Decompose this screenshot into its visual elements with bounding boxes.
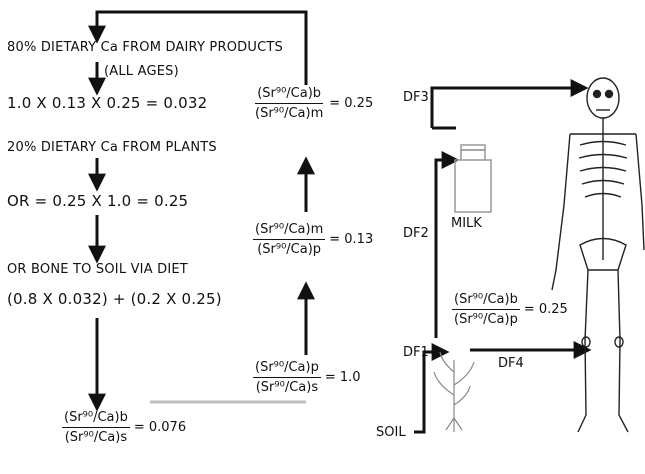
df2-label: DF2 <box>403 226 429 241</box>
ratio-plant-soil: (Sr⁹⁰/Ca)p (Sr⁹⁰/Ca)s = 1.0 <box>253 360 361 395</box>
final-value: = 0.076 <box>134 420 186 435</box>
df3-label: DF3 <box>403 90 429 105</box>
ratio-plant-soil-numerator: (Sr⁹⁰/Ca)p <box>253 360 321 378</box>
dairy-calculation: 1.0 X 0.13 X 0.25 = 0.032 <box>7 94 207 112</box>
or-calculation: OR = 0.25 X 1.0 = 0.25 <box>7 192 188 210</box>
ratio-bone-plant-denominator: (Sr⁹⁰/Ca)p <box>452 310 520 327</box>
or-bone-line: OR BONE TO SOIL VIA DIET <box>7 262 188 277</box>
milk-label: MILK <box>451 216 482 231</box>
ratio-bone-plant: (Sr⁹⁰/Ca)b (Sr⁹⁰/Ca)p = 0.25 <box>452 292 568 327</box>
final-ratio: (Sr⁹⁰/Ca)b (Sr⁹⁰/Ca)s = 0.076 <box>62 410 186 445</box>
plants-line: 20% DIETARY Ca FROM PLANTS <box>7 140 217 155</box>
ratio-bone-milk-denominator: (Sr⁹⁰/Ca)m <box>253 104 325 121</box>
ratio-bone-milk-value: = 0.25 <box>329 96 373 111</box>
ratio-bone-plant-numerator: (Sr⁹⁰/Ca)b <box>452 292 520 310</box>
df1-line <box>414 352 446 432</box>
skeleton-icon <box>552 78 644 432</box>
ratio-milk-plant-denominator: (Sr⁹⁰/Ca)p <box>255 240 323 257</box>
final-numerator: (Sr⁹⁰/Ca)b <box>62 410 130 428</box>
df3-line <box>432 88 585 128</box>
ratio-bone-milk-numerator: (Sr⁹⁰/Ca)b <box>255 86 323 104</box>
final-denominator: (Sr⁹⁰/Ca)s <box>63 428 129 445</box>
ratio-milk-plant-numerator: (Sr⁹⁰/Ca)m <box>253 222 325 240</box>
milk-bottle-icon <box>455 145 491 212</box>
plant-icon <box>434 352 474 432</box>
ratio-milk-plant: (Sr⁹⁰/Ca)m (Sr⁹⁰/Ca)p = 0.13 <box>253 222 373 257</box>
ratio-bone-milk: (Sr⁹⁰/Ca)b (Sr⁹⁰/Ca)m = 0.25 <box>253 86 373 121</box>
ratio-milk-plant-value: = 0.13 <box>329 232 373 247</box>
ratio-bone-plant-value: = 0.25 <box>524 302 568 317</box>
dairy-line-1: 80% DIETARY Ca FROM DAIRY PRODUCTS <box>7 40 283 55</box>
soil-label: SOIL <box>376 425 406 440</box>
ratio-plant-soil-value: = 1.0 <box>325 370 361 385</box>
dairy-line-2: (ALL AGES) <box>104 64 179 79</box>
or-bone-calculation: (0.8 X 0.032) + (0.2 X 0.25) <box>7 290 222 308</box>
ratio-plant-soil-denominator: (Sr⁹⁰/Ca)s <box>254 378 320 395</box>
df1-label: DF1 <box>403 345 429 360</box>
df4-label: DF4 <box>498 356 524 371</box>
